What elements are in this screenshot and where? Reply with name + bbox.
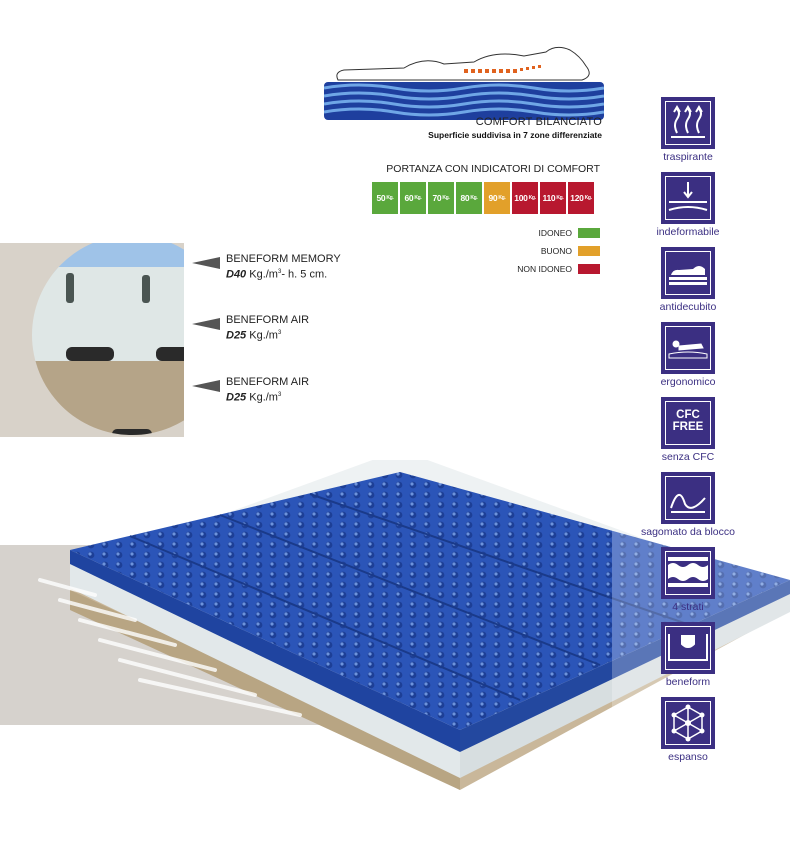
- legend-swatch: [578, 228, 600, 238]
- legend-item: NON IDONEO: [470, 260, 600, 278]
- comfort-subtitle: Superficie suddivisa in 7 zone differenz…: [428, 130, 602, 140]
- feature-label: 4 strati: [672, 601, 704, 613]
- pointer-arrow-icon: [192, 380, 220, 392]
- pointer-arrow-icon: [192, 318, 220, 330]
- comfort-title: COMFORT BILANCIATO: [475, 116, 602, 128]
- four-layers-icon: [668, 557, 708, 587]
- cfc-free-icon: CFC FREE: [672, 409, 704, 433]
- feature-label: espanso: [668, 751, 708, 763]
- feature-senza-cfc: CFC FREE senza CFC: [640, 393, 740, 468]
- non-deformable-icon: [668, 182, 708, 211]
- legend-swatch: [578, 264, 600, 274]
- foam-molecule-icon: [671, 704, 705, 742]
- layer-closeup-illustration: [32, 243, 184, 435]
- beneform-icon: [668, 634, 708, 661]
- feature-ergonomico: ergonomico: [640, 318, 740, 393]
- block-shaped-icon: [670, 494, 706, 513]
- feature-beneform: beneform: [640, 618, 740, 693]
- feature-label: traspirante: [663, 151, 713, 163]
- comfort-legend: IDONEO BUONO NON IDONEO: [470, 224, 600, 278]
- feature-4-strati: 4 strati: [640, 543, 740, 618]
- layer-closeup: [0, 243, 184, 437]
- feature-traspirante: traspirante: [640, 93, 740, 168]
- pointer-arrow-icon: [192, 257, 220, 269]
- sleeping-person-illustration: [324, 46, 604, 120]
- legend-swatch: [578, 246, 600, 256]
- feature-label: senza CFC: [661, 451, 715, 463]
- feature-label: antidecubito: [659, 301, 717, 313]
- layer-label-air-2: BENEFORM AIR D25 Kg./m3: [192, 376, 309, 405]
- layer-label-memory: BENEFORM MEMORY D40 Kg./m3- h. 5 cm.: [192, 253, 341, 282]
- feature-label: beneform: [665, 676, 711, 688]
- feature-sagomato: sagomato da blocco: [640, 468, 740, 543]
- feature-list: traspirante indeformabile an: [640, 93, 740, 768]
- anti-bedsore-icon: [669, 266, 707, 285]
- feature-indeformabile: indeformabile: [640, 168, 740, 243]
- feature-label: ergonomico: [660, 376, 716, 388]
- portanza-title: PORTANZA CON INDICATORI DI COMFORT: [386, 163, 600, 175]
- ergonomic-icon: [668, 340, 708, 359]
- feature-label: indeformabile: [656, 226, 720, 238]
- breathable-icon: [671, 105, 705, 138]
- feature-label: sagomato da blocco: [641, 526, 735, 538]
- layer-label-air-1: BENEFORM AIR D25 Kg./m3: [192, 314, 309, 343]
- feature-espanso: espanso: [640, 693, 740, 768]
- legend-item: BUONO: [470, 242, 600, 260]
- legend-item: IDONEO: [470, 224, 600, 242]
- feature-antidecubito: antidecubito: [640, 243, 740, 318]
